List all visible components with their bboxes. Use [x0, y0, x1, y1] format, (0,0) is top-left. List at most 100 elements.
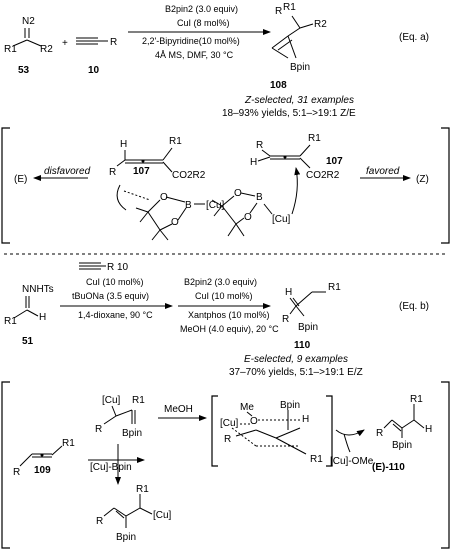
ts-h: H [302, 414, 309, 425]
cu-ome-label: [Cu]-OMe [330, 456, 374, 467]
ts1-co2r2: CO2R2 [172, 170, 206, 181]
int2-bpin: Bpin [116, 532, 136, 543]
step1-condition-3: 1,4-dioxane, 90 °C [78, 310, 153, 320]
eq-b: NNHTs R1 H 51 R 10 CuI (10 mol%) tBuONa … [1, 262, 450, 549]
eq-b-step1: R 10 CuI (10 mol%) tBuONa (3.5 equiv) 1,… [60, 262, 173, 320]
step1-condition-1: CuI (10 mol%) [86, 277, 144, 287]
ts2-b: B [256, 192, 263, 203]
int1-r: R [95, 424, 102, 435]
product-r2-label: R2 [314, 19, 327, 30]
n2-label: N2 [22, 16, 35, 27]
ts2-r1: R1 [308, 133, 321, 144]
right-bracket-a [441, 127, 450, 244]
final-r: R [376, 428, 383, 439]
step2-condition-1: B2pin2 (3.0 equiv) [184, 277, 257, 287]
disfavored-label: disfavored [44, 166, 91, 177]
eq-a-tag: (Eq. a) [399, 32, 429, 43]
disfavored-transition-state: H R 107 R1 CO2R2 B [Cu] O O [109, 136, 225, 241]
ts1-label-107: 107 [133, 166, 150, 177]
int2-r1: R1 [136, 484, 149, 495]
eq-a-conditions: B2pin2 (3.0 equiv) CuI (8 mol%) 2,2'-Bip… [128, 4, 271, 60]
ts1-h: H [120, 139, 127, 150]
alkyne-10: R 10 [76, 37, 117, 76]
ts-r: R [224, 434, 231, 445]
eq-b-yields: 37–70% yields, 5:1–>19:1 E/Z [229, 367, 363, 378]
release-arrow [335, 429, 365, 437]
product-r-label: R [275, 6, 282, 17]
favored-label: favored [366, 166, 400, 177]
e-outcome: (E) [14, 174, 27, 185]
cu-intermediate-top: [Cu] R R1 Bpin [95, 395, 145, 439]
condition-2: CuI (8 mol%) [177, 18, 230, 28]
protonation-transition-state: Me Bpin [Cu] O H R R1 [211, 395, 333, 467]
eq-a-yields: 18–93% yields, 5:1–>19:1 Z/E [222, 108, 356, 119]
condition-3: 2,2'-Bipyridine(10 mol%) [142, 36, 240, 46]
eq-a-selectivity: Z-selected, 31 examples [244, 95, 354, 106]
ts-me: Me [240, 402, 254, 413]
allene-109: R R1 109 [13, 438, 75, 478]
favored-transition-state: R H R1 CO2R2 107 B [Cu] O O [211, 133, 343, 237]
cu-ome-curve [343, 433, 351, 453]
final-h: H [425, 424, 432, 435]
int1-cu: [Cu] [102, 395, 121, 406]
int1-r1: R1 [132, 395, 145, 406]
p110-h: H [285, 287, 292, 298]
compound-51-label: 51 [22, 336, 34, 347]
int1-bpin: Bpin [122, 428, 142, 439]
compound-109-label: 109 [34, 465, 51, 476]
ts2-h: H [250, 157, 257, 168]
ts2-o2: O [244, 212, 252, 223]
step2-condition-3: Xantphos (10 mol%) [188, 310, 270, 320]
alkyne-r-label: R [110, 37, 117, 48]
ts-o: O [250, 416, 258, 427]
allene-r1: R1 [62, 438, 75, 449]
z-outcome: (Z) [416, 174, 429, 185]
ts2-co2r2: CO2R2 [306, 170, 340, 181]
plus-sign: + [62, 38, 68, 49]
step1-condition-2: tBuONa (3.5 equiv) [72, 291, 149, 301]
cu-bpin-label: [Cu]-Bpin [90, 462, 132, 473]
compound-110-label: 110 [294, 340, 311, 351]
allene-r: R [13, 467, 20, 478]
product-r1-label: R1 [283, 2, 296, 13]
p110-r: R [282, 314, 289, 325]
ts1-cu: [Cu] [206, 200, 225, 211]
p110-r1: R1 [328, 282, 341, 293]
ts2-r: R [256, 140, 263, 151]
p110-bpin: Bpin [298, 322, 318, 333]
condition-1: B2pin2 (3.0 equiv) [165, 4, 238, 14]
ts1-b: B [185, 200, 192, 211]
hydrazone-r1: R1 [4, 316, 17, 327]
ts2-o1: O [234, 188, 242, 199]
hydrazone-51: NNHTs R1 H 51 [4, 284, 54, 347]
cu-intermediate-bottom: R R1 [Cu] Bpin [96, 484, 172, 543]
ts1-o2: O [171, 217, 179, 228]
nnhts-label: NNHTs [22, 284, 54, 295]
final-product-e110: R R1 H Bpin (E)-110 [372, 394, 432, 473]
final-r1: R1 [410, 394, 423, 405]
eq-b-selectivity: E-selected, 9 examples [244, 354, 348, 365]
compound-53-label: 53 [18, 65, 30, 76]
ts2-cu: [Cu] [272, 214, 291, 225]
eq-b-tag: (Eq. b) [399, 301, 429, 312]
step2-condition-4: MeOH (4.0 equiv), 20 °C [180, 324, 279, 334]
product-110: H R1 R Bpin 110 [282, 282, 341, 351]
compound-108-label: 108 [270, 80, 287, 91]
final-bpin: Bpin [392, 440, 412, 451]
step1-reagent: R 10 [107, 262, 129, 273]
ts2-label-107: 107 [326, 156, 343, 167]
left-bracket-b [1, 381, 10, 549]
eq-a: N2 R1 R2 53 + R 10 B2pin2 (3.0 equiv) Cu… [1, 2, 450, 244]
final-label: (E)-110 [372, 462, 405, 473]
diazo-compound-53: N2 R1 R2 53 [4, 16, 53, 76]
ts1-r1: R1 [169, 136, 182, 147]
hydrazone-h: H [39, 312, 46, 323]
int2-cu: [Cu] [153, 510, 172, 521]
r1-label: R1 [4, 44, 17, 55]
eq-b-step2: B2pin2 (3.0 equiv) CuI (10 mol%) Xantpho… [178, 277, 279, 334]
ts1-o1: O [160, 192, 168, 203]
right-bracket-b [441, 381, 450, 549]
ts1-r: R [109, 167, 116, 178]
product-108: R1 R2 R Bpin 108 [270, 2, 327, 91]
